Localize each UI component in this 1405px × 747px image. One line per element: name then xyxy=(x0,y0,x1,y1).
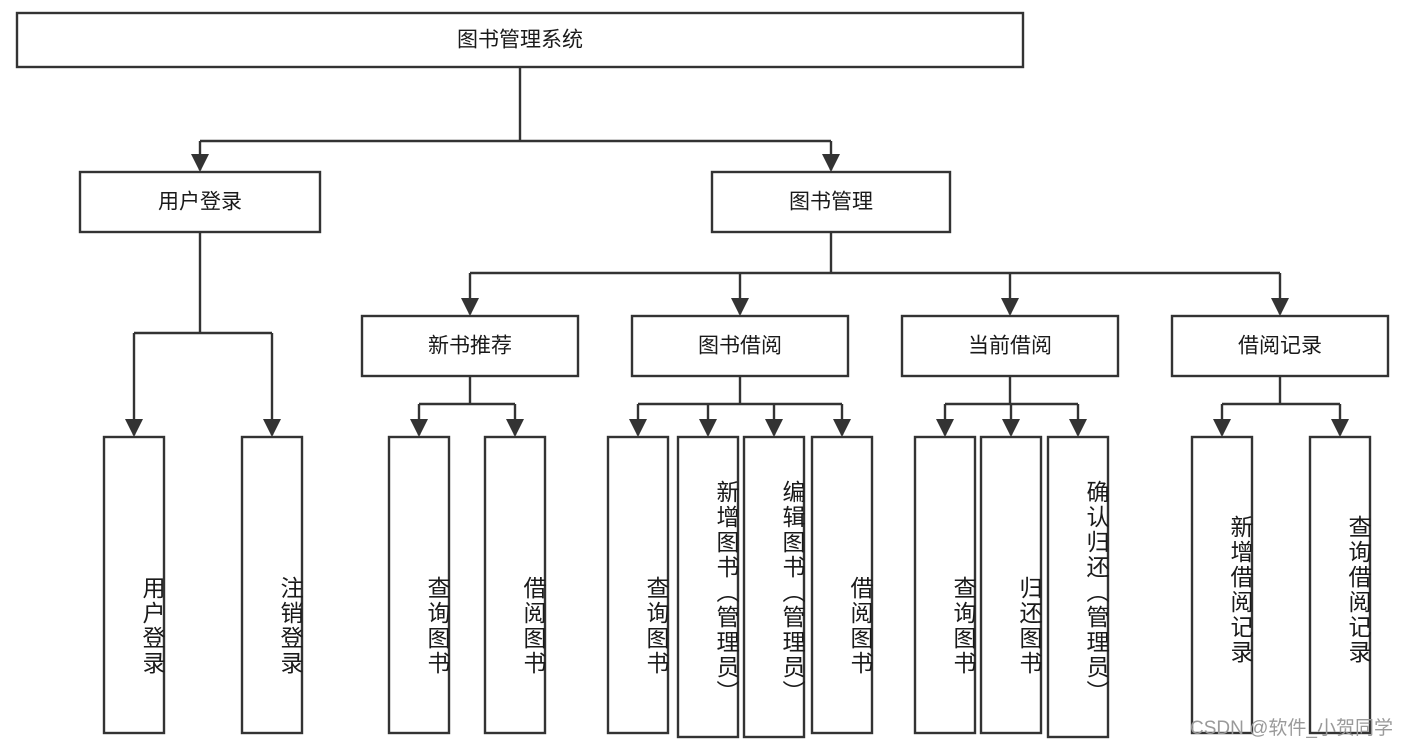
arrow-to-leaf-query-book-1 xyxy=(410,419,428,437)
node-leaf-edit-book-admin[interactable] xyxy=(742,435,806,739)
arrow-to-leaf-query-book-2 xyxy=(629,419,647,437)
arrow-to-book-borrow xyxy=(731,298,749,316)
node-box-layer xyxy=(15,11,1390,739)
arrow-to-current-borrow xyxy=(1001,298,1019,316)
connector-layer xyxy=(125,67,1349,437)
arrow-to-leaf-query-book-3 xyxy=(936,419,954,437)
arrow-to-leaf-add-book-admin xyxy=(699,419,717,437)
node-label-user-login-group: 用户登录 xyxy=(158,191,242,214)
node-leaf-query-borrow-record[interactable] xyxy=(1308,435,1372,735)
node-label-root: 图书管理系统 xyxy=(457,29,583,52)
node-label-book-borrow: 图书借阅 xyxy=(698,335,782,358)
arrow-to-leaf-add-borrow-record xyxy=(1213,419,1231,437)
node-user-login-group[interactable] xyxy=(78,170,322,234)
arrow-to-leaf-user-login xyxy=(125,419,143,437)
node-book-management-group[interactable] xyxy=(710,170,952,234)
arrow-to-new-book-recommend xyxy=(461,298,479,316)
node-leaf-query-book-3[interactable] xyxy=(913,435,977,735)
node-new-book-recommend[interactable] xyxy=(360,314,580,378)
node-borrow-record[interactable] xyxy=(1170,314,1390,378)
arrow-to-borrow-record xyxy=(1271,298,1289,316)
node-leaf-confirm-return-admin[interactable] xyxy=(1046,435,1110,739)
node-leaf-query-book-1[interactable] xyxy=(387,435,451,735)
node-leaf-user-login[interactable] xyxy=(102,435,166,735)
node-leaf-add-borrow-record[interactable] xyxy=(1190,435,1254,735)
node-leaf-return-book[interactable] xyxy=(979,435,1043,735)
node-root[interactable] xyxy=(15,11,1025,69)
node-leaf-user-logout[interactable] xyxy=(240,435,304,735)
arrow-to-leaf-user-logout xyxy=(263,419,281,437)
arrow-to-leaf-borrow-book-1 xyxy=(506,419,524,437)
node-label-book-management-group: 图书管理 xyxy=(789,191,873,214)
node-leaf-borrow-book-1[interactable] xyxy=(483,435,547,735)
node-label-borrow-record: 借阅记录 xyxy=(1238,335,1322,358)
node-current-borrow[interactable] xyxy=(900,314,1120,378)
node-leaf-add-book-admin[interactable] xyxy=(676,435,740,739)
node-book-borrow[interactable] xyxy=(630,314,850,378)
arrow-to-user-login-group xyxy=(191,154,209,172)
node-leaf-query-book-2[interactable] xyxy=(606,435,670,735)
node-label-new-book-recommend: 新书推荐 xyxy=(428,335,512,358)
node-leaf-borrow-book-2[interactable] xyxy=(810,435,874,735)
arrow-to-leaf-edit-book-admin xyxy=(765,419,783,437)
arrow-to-leaf-confirm-return-admin xyxy=(1069,419,1087,437)
arrow-to-book-management-group xyxy=(822,154,840,172)
arrow-to-leaf-query-borrow-record xyxy=(1331,419,1349,437)
arrow-to-leaf-borrow-book-2 xyxy=(833,419,851,437)
node-label-current-borrow: 当前借阅 xyxy=(968,335,1052,358)
csdn-watermark: CSDN @软件_小贺同学 xyxy=(1190,718,1393,739)
arrow-to-leaf-return-book xyxy=(1002,419,1020,437)
